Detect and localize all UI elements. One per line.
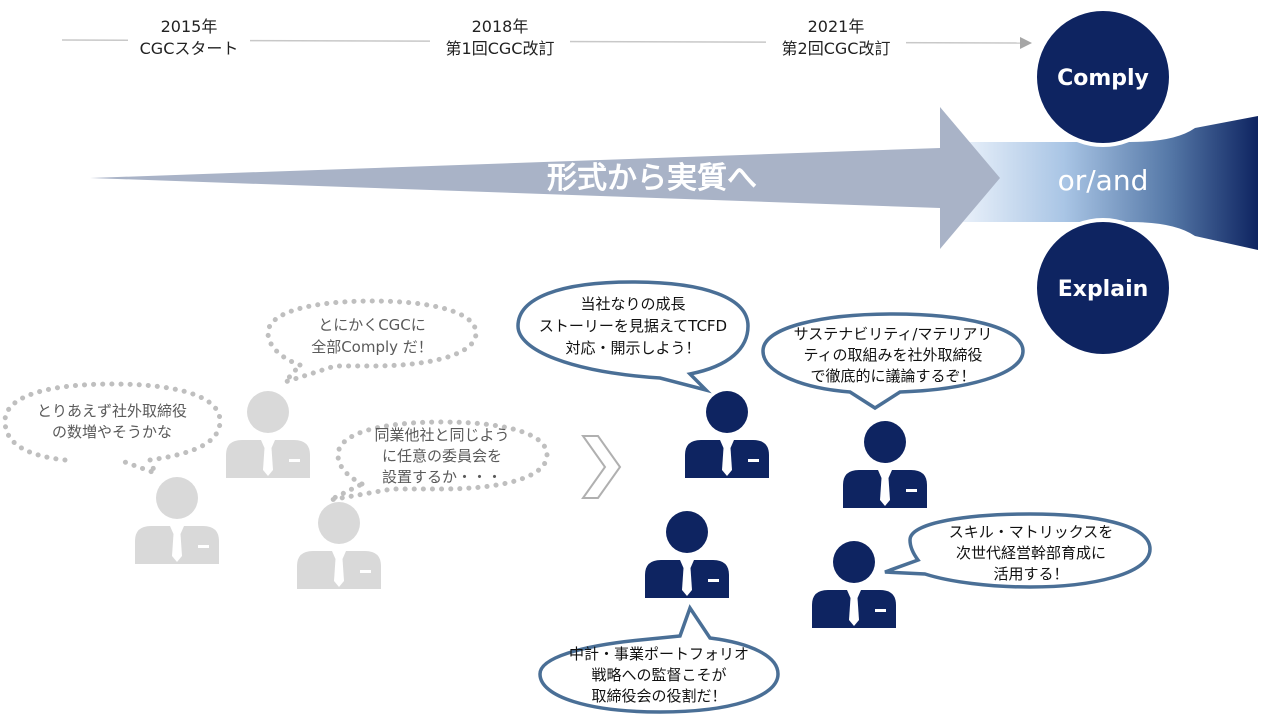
- bubble-after-4: 中計・事業ポートフォリオ 戦略への監督こそが 取締役会の役割だ！: [538, 604, 780, 714]
- timeline-label-2018: 第1回CGC改訂: [446, 39, 555, 58]
- bubble-after-3-line-2: 次世代経営幹部育成に: [956, 544, 1106, 562]
- bubble-before-3: 同業他社と同じよう に任意の委員会を 設置するか・・・: [328, 419, 550, 503]
- bubble-before-2: とにかくCGCに 全部Comply だ！: [265, 298, 479, 388]
- bubble-after-1: 当社なりの成長 ストーリーを見据えてTCFD 対応・開示しよう！: [516, 280, 750, 394]
- person-gray-3: [297, 502, 381, 589]
- bubble-after-3-line-3: 活用する！: [993, 565, 1068, 583]
- bubble-after-3-line-1: スキル・マトリックスを: [949, 523, 1114, 541]
- bubble-after-3: スキル・マトリックスを 次世代経営幹部育成に 活用する！: [884, 512, 1152, 589]
- timeline-label-2021: 第2回CGC改訂: [782, 39, 891, 58]
- bubble-after-2-line-3: で徹底的に議論するぞ！: [810, 367, 975, 385]
- chevron-right-icon: [581, 435, 622, 499]
- bubble-before-1-line-2: の数増やそうかな: [52, 423, 172, 441]
- person-gray-2: [135, 477, 219, 564]
- gradient-tail: [960, 116, 1258, 250]
- bubble-after-1-line-2: ストーリーを見据えてTCFD: [539, 317, 727, 335]
- bubble-before-2-line-2: 全部Comply だ！: [311, 338, 433, 356]
- bubble-after-1-line-3: 対応・開示しよう！: [565, 339, 700, 357]
- timeline: 2015年 CGCスタート 2018年 第1回CGC改訂 2021年 第2回CG…: [61, 14, 1032, 60]
- big-arrow: [90, 107, 1000, 249]
- comply-circle: Comply: [1033, 7, 1173, 147]
- bubble-after-2-line-2: ティの取組みを社外取締役: [803, 346, 982, 364]
- bubble-before-2-line-1: とにかくCGCに: [318, 316, 426, 334]
- person-gray-1: [226, 391, 310, 478]
- comply-text: Comply: [1057, 66, 1149, 91]
- person-navy-3: [645, 511, 729, 598]
- timeline-label-2015: CGCスタート: [140, 39, 239, 58]
- big-arrow-text: 形式から実質へ: [547, 161, 757, 196]
- bubble-before-1-line-1: とりあえず社外取締役: [37, 402, 187, 420]
- bubble-after-4-line-2: 戦略への監督こそが: [591, 666, 726, 684]
- bubble-after-2-line-1: サステナビリティ/マテリアリ: [794, 325, 993, 343]
- bubble-after-1-line-1: 当社なりの成長: [580, 295, 685, 313]
- explain-circle: Explain: [1033, 218, 1173, 358]
- bubble-after-4-line-1: 中計・事業ポートフォリオ: [569, 645, 749, 663]
- bubble-before-3-line-2: に任意の委員会を: [382, 447, 502, 465]
- person-navy-1: [685, 391, 769, 478]
- timeline-year-2015: 2015年: [161, 17, 218, 36]
- bubble-after-2: サステナビリティ/マテリアリ ティの取組みを社外取締役 で徹底的に議論するぞ！: [761, 312, 1025, 411]
- timeline-year-2018: 2018年: [472, 17, 529, 36]
- person-navy-2: [843, 421, 927, 508]
- person-navy-4: [812, 541, 896, 628]
- bubble-before-3-line-3: 設置するか・・・: [382, 468, 502, 486]
- or-and-text: or/and: [1058, 164, 1149, 197]
- bubble-after-4-line-3: 取締役会の役割だ！: [591, 687, 726, 705]
- bubble-before-1: とりあえず社外取締役 の数増やそうかな: [2, 381, 223, 478]
- bubble-before-3-line-1: 同業他社と同じよう: [374, 426, 509, 444]
- timeline-year-2021: 2021年: [808, 17, 865, 36]
- explain-text: Explain: [1058, 277, 1149, 302]
